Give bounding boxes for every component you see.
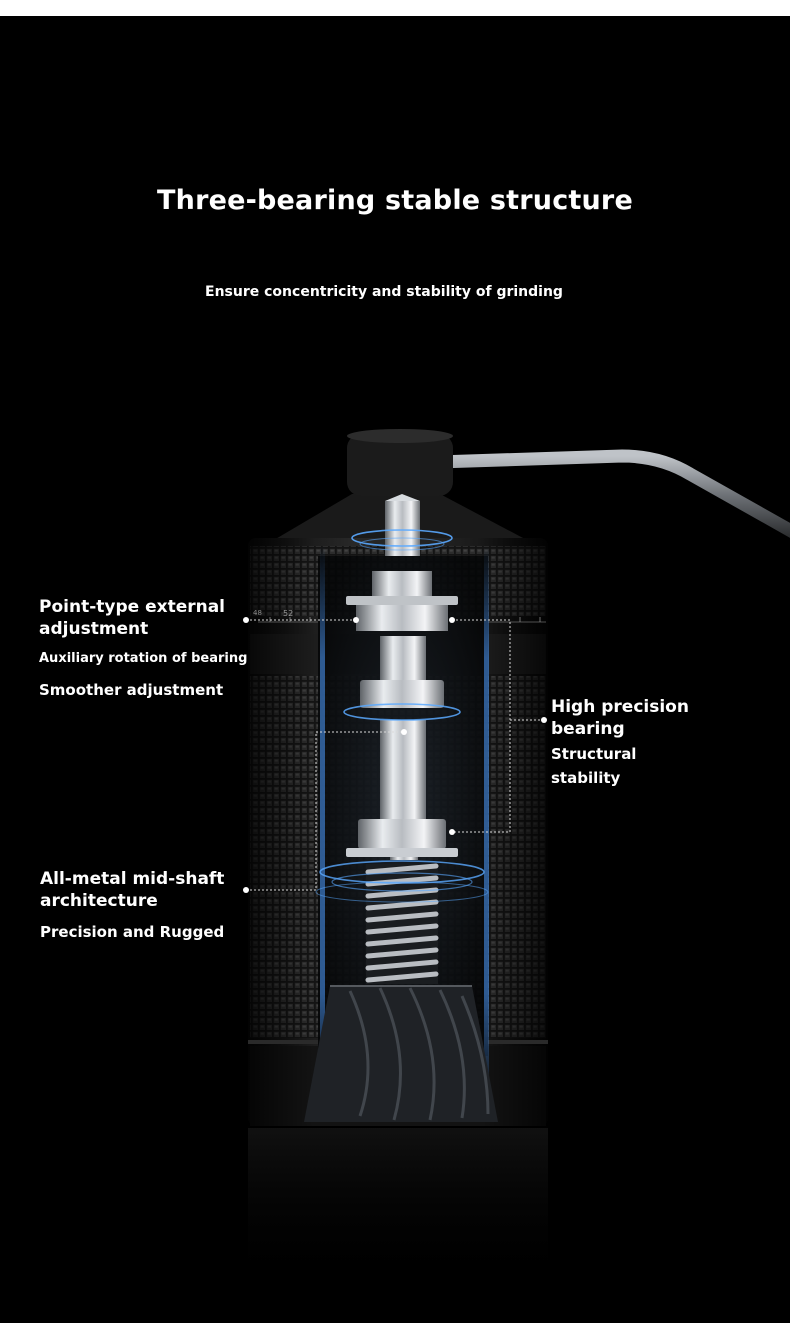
callout-benefit: Smoother adjustment bbox=[39, 681, 224, 699]
page-subtitle: Ensure concentricity and stability of gr… bbox=[205, 284, 563, 300]
handle-knob bbox=[347, 429, 453, 496]
callout-benefit: Precision and Rugged bbox=[40, 923, 225, 941]
callout-heading: Point-type external bbox=[39, 597, 226, 617]
crank-handle bbox=[431, 449, 790, 538]
callout-external-adjustment: Point-type external adjustment Auxiliary… bbox=[39, 596, 249, 700]
coffee-grinder-illustration: 48 52 bbox=[243, 429, 790, 1288]
bearing-bottom bbox=[346, 819, 458, 857]
callout-detail: Auxiliary rotation of bearing bbox=[39, 651, 248, 666]
bearing-middle bbox=[360, 680, 444, 708]
base-reflection bbox=[248, 1128, 548, 1288]
callout-precision-bearing: High precision bearing Structural stabil… bbox=[551, 696, 721, 788]
callout-detail-cont: stability bbox=[551, 769, 621, 787]
page-title: Three-bearing stable structure bbox=[157, 185, 633, 216]
callout-heading: High precision bbox=[551, 697, 689, 717]
callout-heading-cont: bearing bbox=[551, 719, 625, 739]
bearing-top bbox=[346, 596, 458, 631]
callout-heading-cont: architecture bbox=[40, 891, 158, 911]
product-feature-panel: Three-bearing stable structure Ensure co… bbox=[0, 16, 790, 1323]
dial-mark-a: 48 bbox=[253, 609, 262, 617]
callout-heading: All-metal mid-shaft bbox=[40, 869, 225, 889]
leader-lines bbox=[246, 619, 544, 891]
dial-mark-b: 52 bbox=[283, 609, 293, 618]
leader-dots bbox=[243, 617, 547, 893]
callout-detail: Structural bbox=[551, 745, 637, 763]
callout-heading-cont: adjustment bbox=[39, 619, 149, 639]
burr-spring bbox=[365, 863, 439, 984]
callout-mid-shaft: All-metal mid-shaft architecture Precisi… bbox=[40, 868, 260, 942]
conical-burr bbox=[304, 985, 498, 1122]
motion-rings bbox=[315, 529, 489, 903]
